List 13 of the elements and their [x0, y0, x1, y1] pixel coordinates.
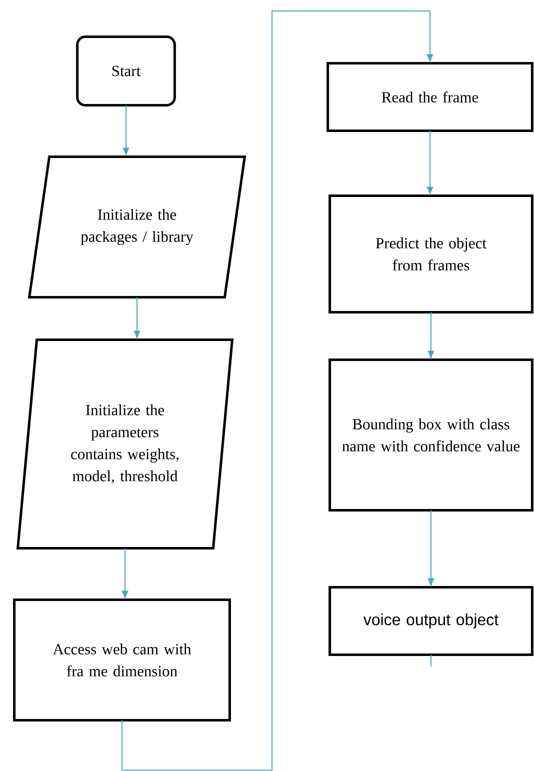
arrow — [122, 104, 130, 156]
arrow — [134, 296, 140, 338]
arrow — [426, 130, 434, 194]
start-terminal: Start — [76, 36, 176, 106]
arrow — [122, 548, 128, 598]
process-box: Read the frame — [326, 62, 534, 132]
arrow — [428, 510, 434, 586]
arrow — [428, 312, 434, 358]
process-box: Access web cam with fra me dimension — [13, 598, 231, 722]
process-box: Predict the object from frames — [328, 194, 534, 314]
arrow — [122, 10, 434, 771]
process-box: Bounding box with class name with confidence value — [328, 358, 534, 512]
process-box: voice output object — [328, 586, 534, 656]
